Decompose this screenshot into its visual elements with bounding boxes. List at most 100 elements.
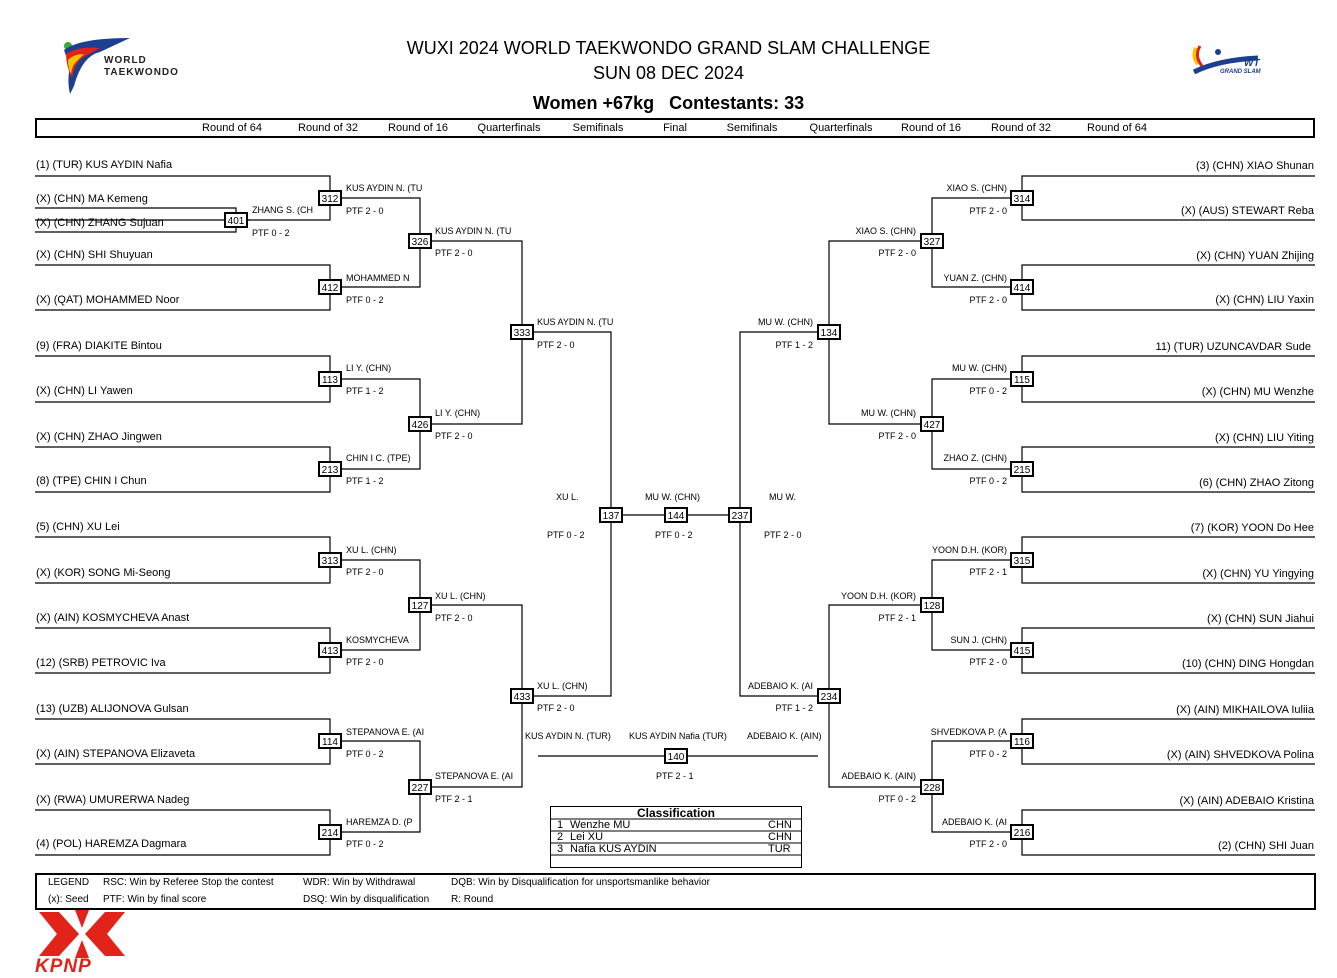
player-left-16: (X) (RWA) UMURERWA Nadeg (36, 794, 190, 806)
match-215-winner: ZHAO Z. (CHN) (943, 453, 1008, 463)
legend-dsq: DSQ: Win by disqualification (303, 894, 430, 905)
match-137-winner: XU L. (556, 492, 579, 502)
player-left-1: (1) (TUR) KUS AYDIN Nafia (36, 159, 173, 171)
match-214-score: PTF 0 - 2 (346, 839, 384, 849)
match-213-score: PTF 1 - 2 (346, 476, 384, 486)
match-401-winner: ZHANG S. (CH (252, 205, 314, 215)
match-237-winner: MU W. (769, 492, 796, 502)
match-115-winner: MU W. (CHN) (952, 363, 1007, 373)
match-214-winner: HAREMZA D. (P (346, 817, 413, 827)
round-label-sf-left: Semifinals (572, 122, 624, 134)
match-433-score: PTF 2 - 0 (537, 703, 575, 713)
match-414-score: PTF 2 - 0 (969, 295, 1007, 305)
match-box-227: 227 (408, 779, 432, 795)
match-115-score: PTF 0 - 2 (969, 386, 1007, 396)
match-box-137: 137 (599, 507, 623, 523)
match-227-winner: STEPANOVA E. (AI (435, 771, 514, 781)
grand-slam-text-wt: WT (1244, 58, 1260, 69)
player-left-15: (X) (AIN) STEPANOVA Elizaveta (36, 748, 196, 760)
match-box-234: 234 (817, 688, 841, 704)
player-right-2: (X) (AUS) STEWART Reba (1180, 205, 1314, 217)
round-label-qf-left: Quarterfinals (477, 122, 541, 134)
world-taekwondo-emblem-icon (64, 38, 130, 94)
match-228-score: PTF 0 - 2 (878, 794, 916, 804)
player-right-8: (6) (CHN) ZHAO Zitong (1199, 477, 1314, 489)
round-label-r16-right: Round of 16 (901, 122, 961, 134)
match-box-312: 312 (318, 190, 342, 206)
event-date: SUN 08 DEC 2024 (592, 63, 745, 83)
match-326-score: PTF 2 - 0 (435, 248, 473, 258)
player-left-7: (X) (CHN) LI Yawen (36, 385, 133, 397)
round-label-r64-left: Round of 64 (202, 122, 262, 134)
legend-r: R: Round (451, 894, 494, 905)
player-left-14: (13) (UZB) ALIJONOVA Gulsan (36, 703, 189, 715)
round-label-qf-right: Quarterfinals (809, 122, 873, 134)
round-label-r32-right: Round of 32 (991, 122, 1051, 134)
match-box-140: 140 (664, 748, 688, 764)
class-nat-3: TUR (768, 843, 791, 855)
world-taekwondo-logo (60, 36, 200, 96)
match-327-score: PTF 2 - 0 (878, 248, 916, 258)
player-right-3: (X) (CHN) YUAN Zhijing (1196, 250, 1314, 262)
match-box-313: 313 (318, 552, 342, 568)
match-312-winner: KUS AYDIN N. (TU (346, 183, 423, 193)
player-right-11: (X) (CHN) SUN Jiahui (1207, 613, 1314, 625)
match-216-score: PTF 2 - 0 (969, 839, 1007, 849)
match-144-score: PTF 0 - 2 (655, 530, 693, 540)
match-315-winner: YOON D.H. (KOR) (931, 545, 1007, 555)
match-113-score: PTF 1 - 2 (346, 386, 384, 396)
legend-seed: (x): Seed (48, 894, 89, 905)
match-box-333: 333 (510, 324, 534, 340)
match-234-winner: ADEBAIO K. (AI (747, 681, 813, 691)
player-right-9: (7) (KOR) YOON Do Hee (1190, 522, 1314, 534)
player-right-5: 11) (TUR) UZUNCAVDAR Sude (1155, 341, 1311, 353)
match-box-326: 326 (408, 233, 432, 249)
match-414-winner: YUAN Z. (CHN) (943, 273, 1008, 283)
player-right-4: (X) (CHN) LIU Yaxin (1215, 294, 1314, 306)
world-taekwondo-text-line1: WORLD (104, 55, 147, 66)
match-116-winner: SHVEDKOVA P. (A (930, 727, 1007, 737)
match-327-winner: XIAO S. (CHN) (855, 226, 916, 236)
match-137-score: PTF 0 - 2 (547, 530, 585, 540)
round-label-r32-left: Round of 32 (298, 122, 358, 134)
match-128-score: PTF 2 - 1 (878, 613, 916, 623)
category-title: Women +67kg Contestants: 33 (532, 93, 805, 113)
match-box-315: 315 (1010, 552, 1034, 568)
player-left-6: (9) (FRA) DIAKITE Bintou (36, 340, 162, 352)
match-box-237: 237 (728, 507, 752, 523)
player-right-13: (X) (AIN) MIKHAILOVA Iuliia (1176, 704, 1314, 716)
match-box-413: 413 (318, 642, 342, 658)
match-415-winner: SUN J. (CHN) (950, 635, 1008, 645)
match-415-score: PTF 2 - 0 (969, 657, 1007, 667)
kpnp-logo-text: KPNP (35, 956, 92, 977)
kpnp-emblem-icon (39, 910, 125, 958)
match-314-score: PTF 2 - 0 (969, 206, 1007, 216)
match-box-214: 214 (318, 824, 342, 840)
match-box-128: 128 (920, 597, 944, 613)
match-box-113: 113 (318, 371, 342, 387)
match-412-score: PTF 0 - 2 (346, 295, 384, 305)
bronze-score: PTF 2 - 1 (656, 771, 694, 781)
match-315-score: PTF 2 - 1 (969, 567, 1007, 577)
match-box-144: 144 (664, 507, 688, 523)
match-114-score: PTF 0 - 2 (346, 749, 384, 759)
match-412-winner: MOHAMMED N (346, 273, 410, 283)
match-box-433: 433 (510, 688, 534, 704)
classification-title: Classification (636, 806, 716, 820)
match-426-score: PTF 2 - 0 (435, 431, 473, 441)
match-116-score: PTF 0 - 2 (969, 749, 1007, 759)
match-134-score: PTF 1 - 2 (775, 340, 813, 350)
player-left-5: (X) (QAT) MOHAMMED Noor (36, 294, 180, 306)
player-left-4: (X) (CHN) SHI Shuyuan (36, 249, 153, 261)
bronze-winner: KUS AYDIN Nafia (TUR) (629, 731, 727, 741)
match-box-215: 215 (1010, 461, 1034, 477)
match-box-213: 213 (318, 461, 342, 477)
classification-grid (550, 818, 802, 856)
match-128-winner: YOON D.H. (KOR) (840, 591, 916, 601)
match-box-314: 314 (1010, 190, 1034, 206)
player-right-16: (2) (CHN) SHI Juan (1218, 840, 1314, 852)
player-left-10: (5) (CHN) XU Lei (36, 521, 120, 533)
match-237-score: PTF 2 - 0 (764, 530, 802, 540)
match-413-winner: KOSMYCHEVA (346, 635, 409, 645)
round-label-final: Final (663, 122, 687, 134)
